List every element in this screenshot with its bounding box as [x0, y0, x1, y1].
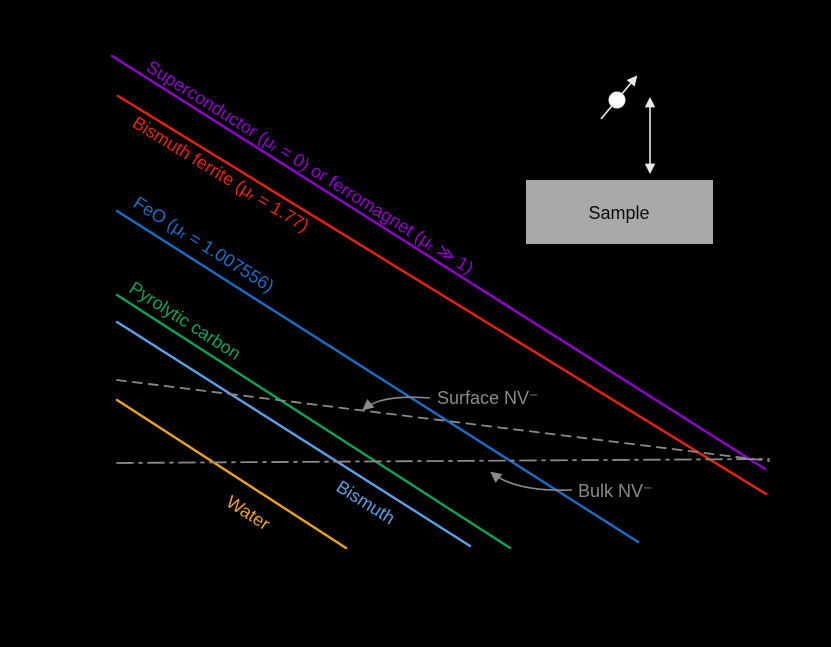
annotation-layer: Surface NV⁻ Bulk NV⁻	[362, 388, 653, 501]
sample-label: Sample	[588, 203, 649, 223]
annotation-label-bulk-nv: Bulk NV⁻	[578, 481, 653, 501]
series-line-surface-nv-line	[116, 379, 770, 462]
nv-spin-icon	[608, 91, 626, 109]
series-line-bulk-nv-line	[116, 458, 770, 464]
annotation-label-surface-nv: Surface NV⁻	[437, 388, 539, 408]
sample-inset: Sample	[526, 75, 713, 244]
series-label-pyrolytic-carbon: Pyrolytic carbon	[126, 278, 244, 364]
series-line-bismuth-ferrite	[116, 94, 768, 496]
series-layer: Superconductor (μᵣ = 0) or ferromagnet (…	[110, 54, 770, 550]
annotation-arrow-bulk-nv	[490, 471, 573, 491]
series-line-water	[115, 398, 348, 550]
series-line-pyrolytic-carbon	[115, 293, 512, 550]
annotation-arrow-surface-nv	[362, 396, 431, 411]
series-line-superconductor-ferromagnet	[110, 54, 767, 471]
series-line-feo	[115, 209, 640, 544]
series-label-feo: FeO (μᵣ = 1.007556)	[130, 192, 278, 296]
sample-box	[526, 180, 713, 244]
series-label-bismuth: Bismuth	[333, 476, 399, 528]
series-line-bismuth	[115, 320, 472, 548]
series-label-water: Water	[223, 492, 274, 535]
